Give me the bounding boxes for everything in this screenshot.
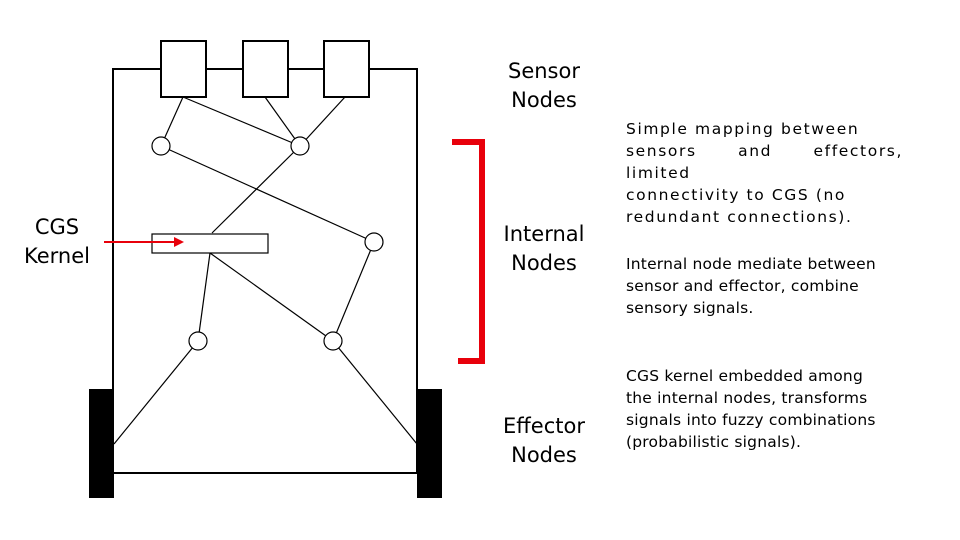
internal-nodes-label: Internal Nodes	[492, 220, 596, 278]
cgs-kernel-bar	[151, 233, 269, 254]
edge-i2-kernel	[211, 145, 301, 234]
internal-nodes-bracket	[452, 139, 485, 364]
sensor-box-3	[323, 40, 370, 98]
effector-nodes-label: Effector Nodes	[492, 412, 596, 470]
internal-label-line-2: Nodes	[511, 251, 577, 275]
cgs-kernel-label: CGS Kernel	[12, 213, 102, 271]
desc-3-line-2: the internal nodes, transforms	[626, 389, 868, 407]
internal-node-1	[151, 136, 171, 156]
edge-s3-i2	[299, 96, 346, 147]
internal-node-3	[364, 232, 384, 252]
edge-i1-i3	[160, 145, 375, 243]
desc-2-line-3: sensory signals.	[626, 299, 754, 317]
kernel-label-line-2: Kernel	[24, 244, 90, 268]
internal-node-2	[290, 136, 310, 156]
desc-3-line-3: signals into fuzzy combinations	[626, 411, 876, 429]
edge-kernel-e1	[197, 252, 211, 342]
kernel-arrow-head	[174, 237, 184, 247]
robot-body	[112, 68, 418, 474]
edge-i3-e2	[332, 241, 375, 342]
internal-label-line-1: Internal	[503, 222, 585, 246]
desc-2-line-2: sensor and effector, combine	[626, 277, 859, 295]
effector-node-2	[323, 331, 343, 351]
sensor-box-2	[242, 40, 289, 98]
sensor-label-line-2: Nodes	[511, 88, 577, 112]
effector-node-1	[188, 331, 208, 351]
kernel-label-line-1: CGS	[34, 215, 80, 239]
desc-3-line-4: (probabilistic signals).	[626, 433, 802, 451]
effector-label-line-2: Nodes	[511, 443, 577, 467]
edge-e1-left-wheel	[113, 340, 199, 445]
desc-1-line-3: connectivity to CGS (no	[626, 186, 846, 204]
right-wheel	[417, 389, 442, 498]
sensor-label-line-1: Sensor	[508, 59, 580, 83]
desc-1-line-2: sensors and effectors, limited	[626, 142, 903, 182]
effector-label-line-1: Effector	[503, 414, 585, 438]
desc-3-line-1: CGS kernel embedded among	[626, 367, 863, 385]
desc-1-line-1: Simple mapping between	[626, 120, 860, 138]
description-sensor-mapping: Simple mapping between sensors and effec…	[626, 118, 903, 228]
description-cgs-kernel: CGS kernel embedded among the internal n…	[626, 365, 903, 453]
description-internal-node: Internal node mediate between sensor and…	[626, 253, 903, 319]
sensor-nodes-label: Sensor Nodes	[496, 57, 592, 115]
connections	[113, 96, 418, 445]
edge-kernel-e2	[209, 252, 334, 342]
left-wheel	[89, 389, 114, 498]
desc-2-line-1: Internal node mediate between	[626, 255, 876, 273]
desc-1-line-4: redundant connections).	[626, 208, 853, 226]
edge-s2-i2	[264, 96, 301, 147]
sensor-box-1	[160, 40, 207, 98]
edge-e2-right-wheel	[332, 340, 418, 445]
edge-s1-i2	[182, 96, 301, 147]
